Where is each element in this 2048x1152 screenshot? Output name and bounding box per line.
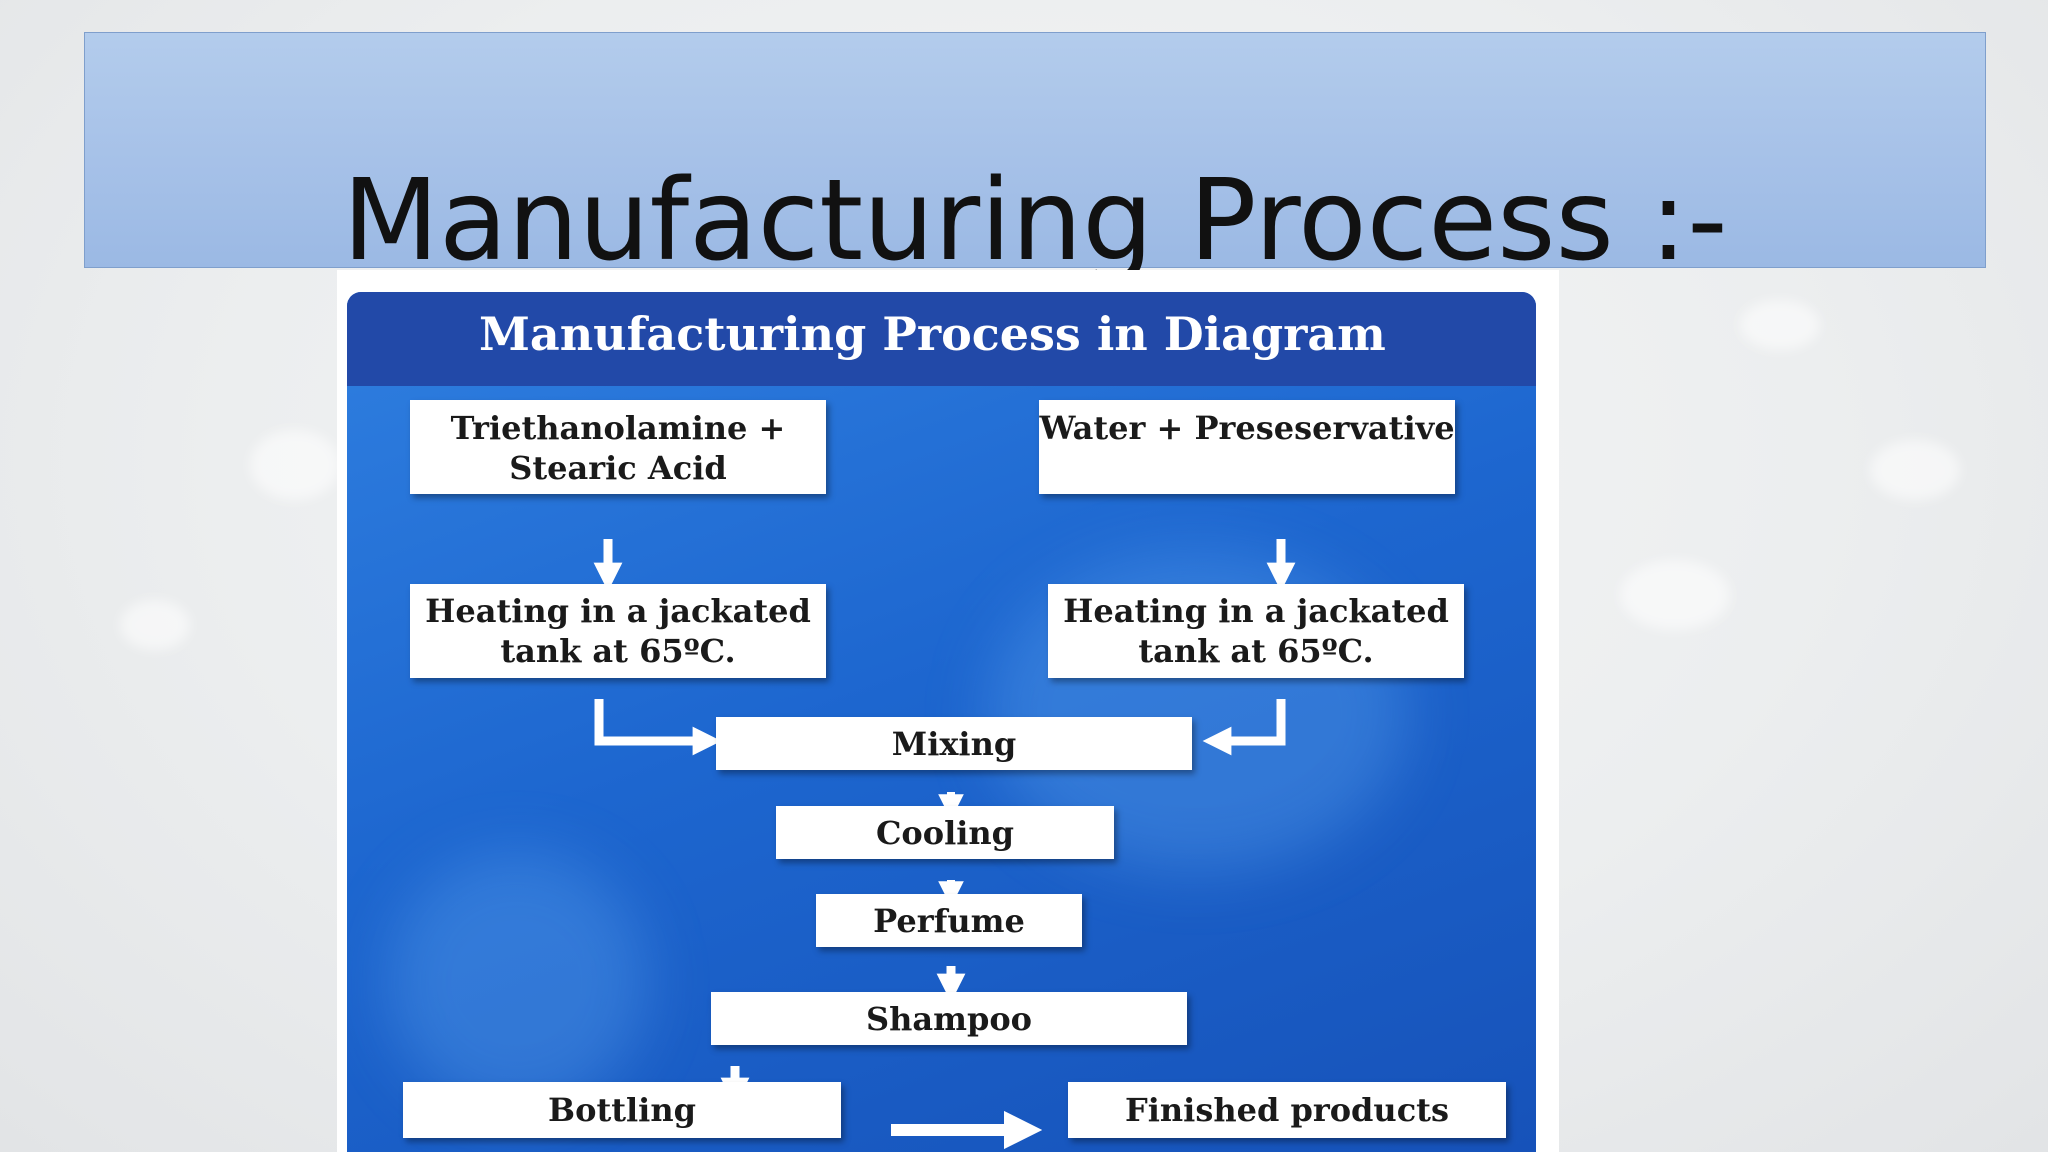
slide-title-bar: Manufacturing Process :-: [84, 32, 1986, 286]
diagram-title: Manufacturing Process in Diagram: [479, 307, 1386, 361]
left-input-box: Triethanolamine + Stearic Acid: [410, 400, 826, 494]
left-heating-box: Heating in a jackated tank at 65ºC.: [410, 584, 826, 678]
diagram-panel: Manufacturing Process in Diagram: [347, 292, 1536, 1152]
cooling-box: Cooling: [776, 806, 1114, 859]
background-spot: [1620, 560, 1730, 630]
background-spot: [1870, 440, 1960, 500]
right-input-box: Water + Preseservative: [1039, 400, 1455, 494]
bottling-box: Bottling: [403, 1082, 841, 1138]
shampoo-box: Shampoo: [711, 992, 1187, 1045]
arrow-right-heating-to-mixing: [1202, 699, 1286, 756]
background-spot: [250, 430, 340, 500]
diagram-header: Manufacturing Process in Diagram: [347, 292, 1536, 386]
diagram-image: Manufacturing Process in Diagram: [337, 270, 1559, 1152]
mixing-box: Mixing: [716, 717, 1192, 770]
background-spot: [1740, 300, 1820, 350]
panel-glow: [387, 852, 647, 1112]
arrow-left-heating-to-mixing: [594, 699, 722, 756]
finished-products-box: Finished products: [1068, 1082, 1506, 1138]
perfume-box: Perfume: [816, 894, 1082, 947]
right-heating-box: Heating in a jackated tank at 65ºC.: [1048, 584, 1464, 678]
slide-title: Manufacturing Process :-: [342, 156, 1728, 286]
background-spot: [120, 600, 190, 650]
